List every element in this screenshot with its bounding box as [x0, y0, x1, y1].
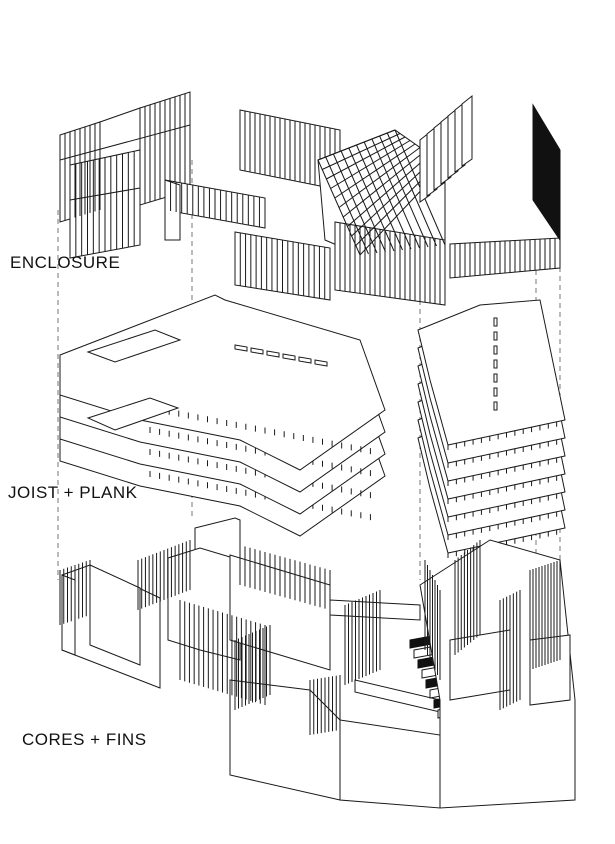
enclosure-sawtooth-fins: [419, 94, 473, 203]
enclosure-layer: [59, 91, 561, 306]
enclosure-central-grid: [317, 129, 446, 306]
floor-slabs-right: [417, 299, 566, 558]
label-enclosure: ENCLOSURE: [10, 253, 121, 272]
label-cores-fins: CORES + FINS: [22, 730, 147, 749]
enclosure-middle-block: [164, 109, 341, 301]
enclosure-right-wall: [449, 103, 561, 279]
label-joist-plank: JOIST + PLANK: [8, 483, 138, 502]
joist-plank-layer: [59, 294, 566, 558]
stair-ramp: [329, 599, 421, 621]
floor-slabs-left: [59, 294, 386, 537]
cores-fins-layer: [59, 517, 576, 809]
enclosure-left-block: [59, 91, 191, 259]
